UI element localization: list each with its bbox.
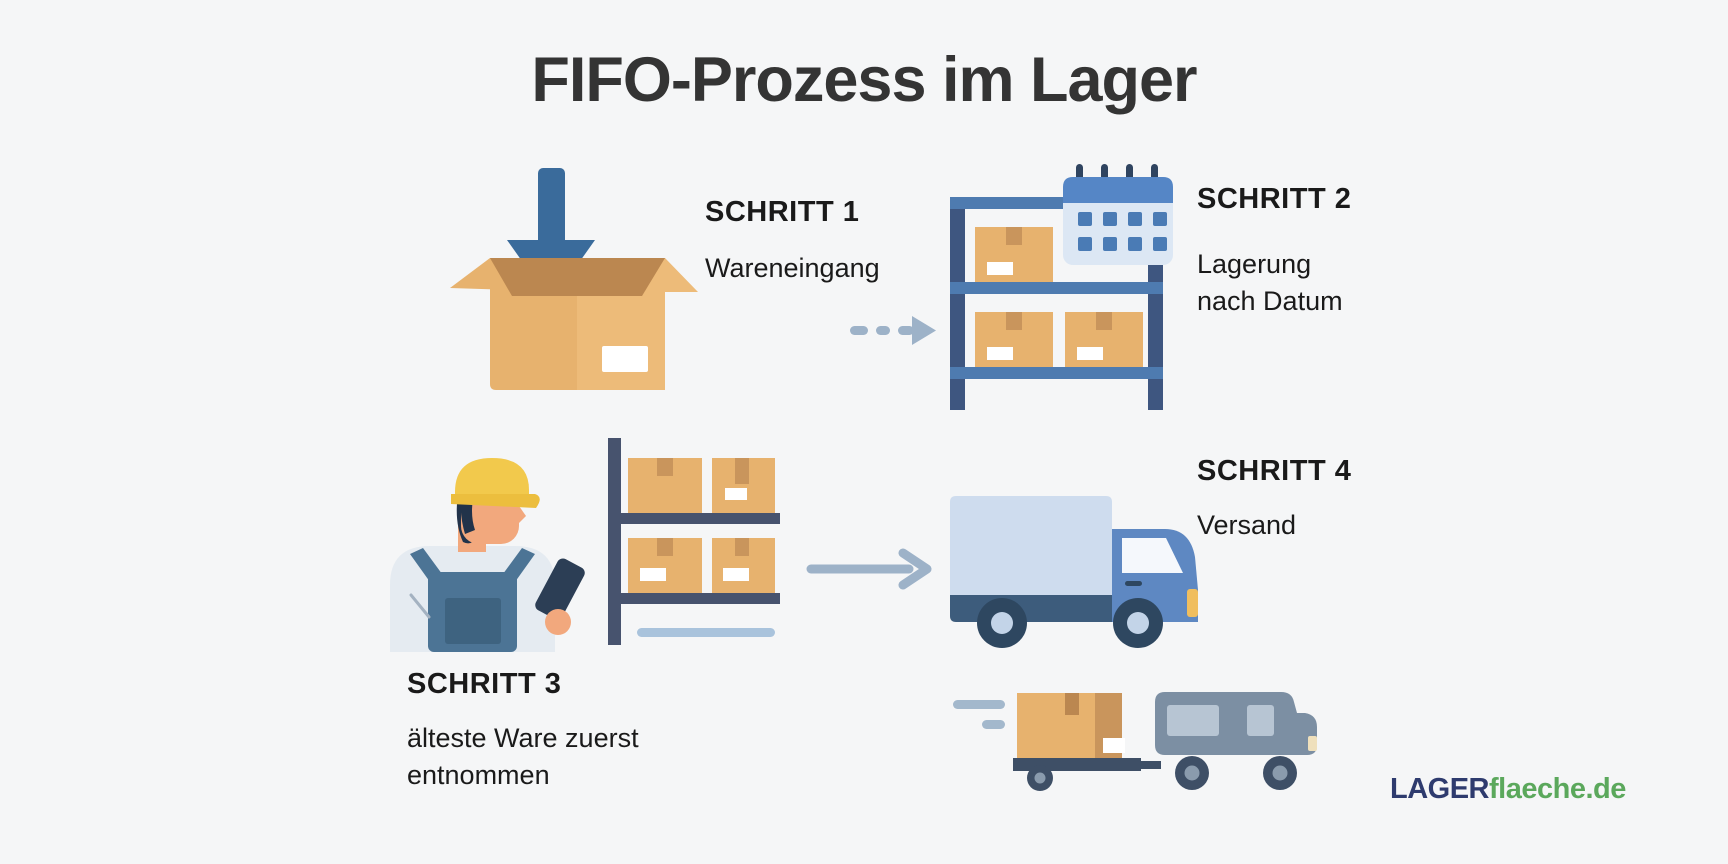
page-title: FIFO-Prozess im Lager — [531, 45, 1197, 115]
site-logo: LAGERflaeche.de — [1390, 773, 1626, 806]
step2-description: Lagerung nach Datum — [1197, 246, 1343, 320]
step2-label: SCHRITT 2 — [1197, 183, 1352, 215]
site-logo-prefix: LAGER — [1390, 773, 1490, 805]
step1-label: SCHRITT 1 — [705, 196, 860, 228]
box-receiving-icon — [450, 168, 698, 390]
site-logo-suffix: flaeche.de — [1489, 773, 1626, 805]
delivery-trailer-icon — [953, 692, 1317, 791]
solid-arrow-icon — [806, 548, 932, 590]
step2-description-line1: Lagerung — [1197, 249, 1312, 279]
worker-picking-icon — [390, 438, 780, 652]
dashed-arrow-icon — [850, 316, 936, 345]
shelf-calendar-icon — [950, 164, 1173, 410]
step3-description: älteste Ware zuerst entnommen — [407, 720, 639, 794]
step4-description: Versand — [1197, 510, 1297, 540]
step3-description-line1: älteste Ware zuerst — [407, 723, 639, 753]
step4-label: SCHRITT 4 — [1197, 455, 1352, 487]
step3-label: SCHRITT 3 — [407, 668, 562, 700]
truck-icon — [950, 496, 1198, 648]
step3-description-line2: entnommen — [407, 760, 550, 790]
step1-description: Wareneingang — [705, 253, 880, 283]
step2-description-line2: nach Datum — [1197, 286, 1343, 316]
